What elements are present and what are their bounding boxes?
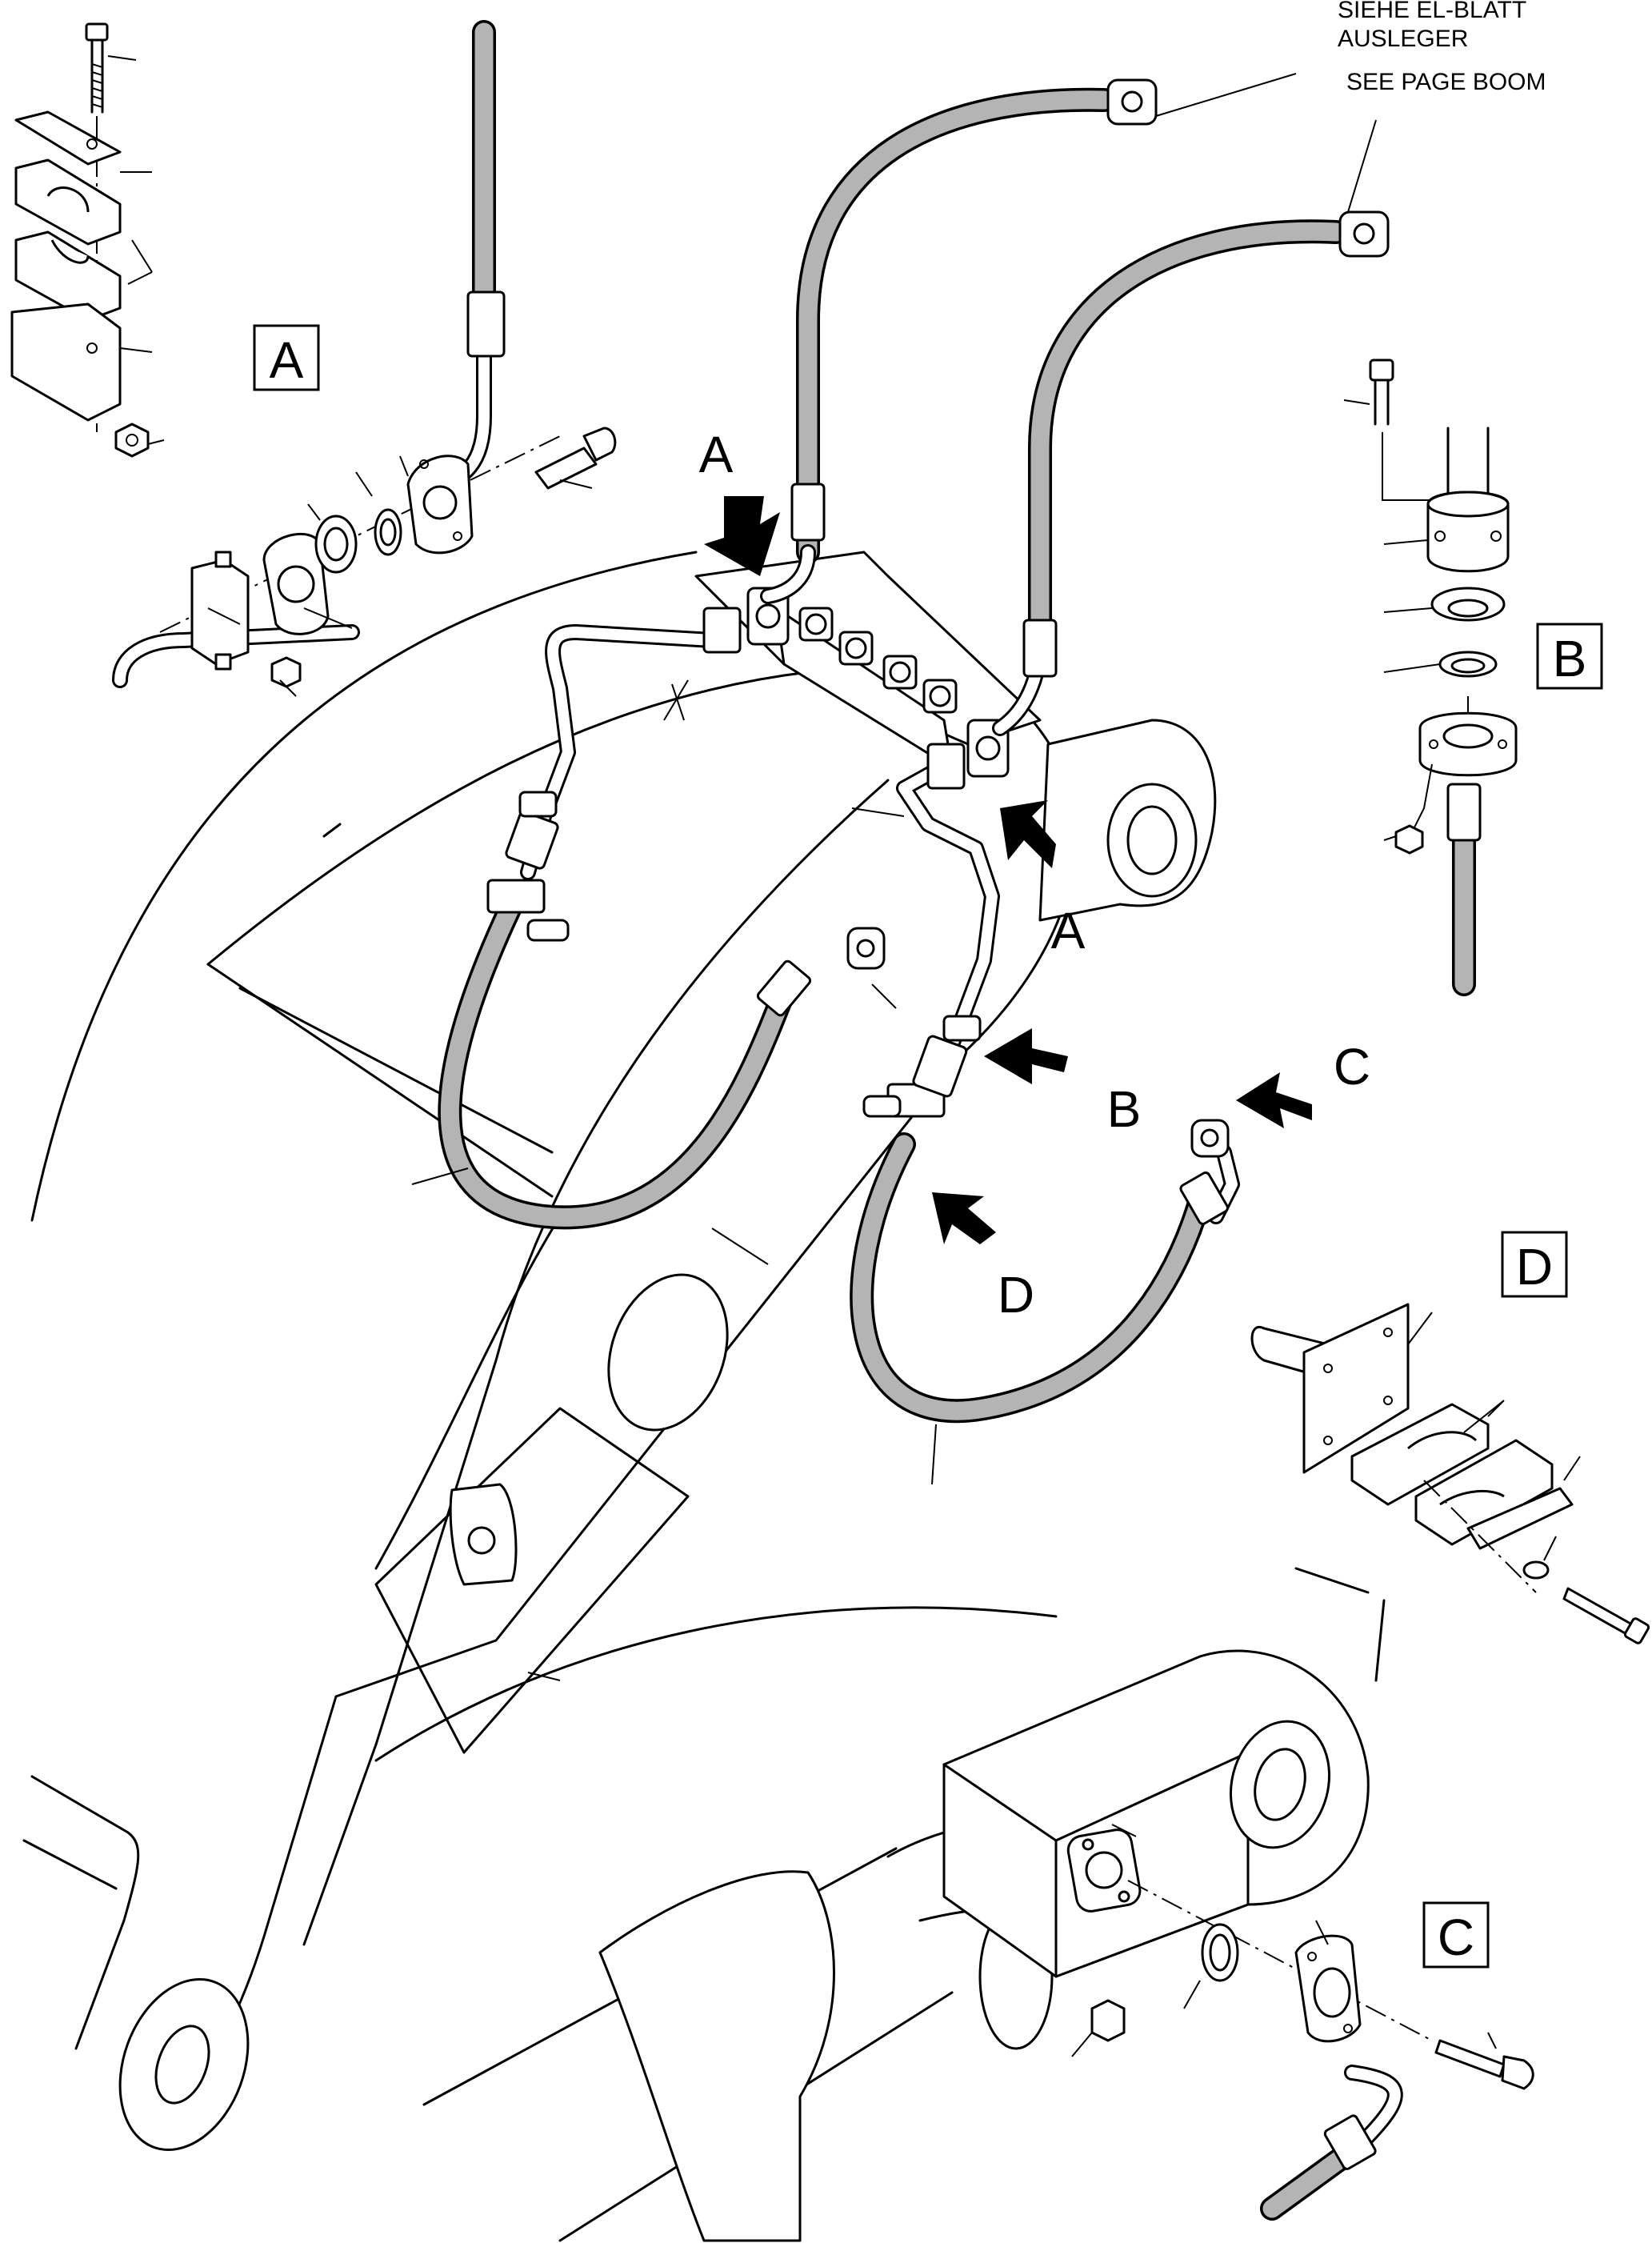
split-clamp-a: [190, 551, 250, 671]
pipe-coupling-2: [912, 1015, 982, 1098]
arrow-label-a-right: A: [1051, 902, 1086, 959]
hose-end-fitting-4: [1446, 783, 1482, 842]
detail-box-d: D: [1501, 1231, 1568, 1298]
lift-cylinder: [374, 1606, 1066, 2242]
detail-b-exploded: [1343, 358, 1518, 855]
hose-flange-top-1: [1106, 78, 1158, 126]
nut-icon: [114, 423, 150, 458]
block-flange: [1066, 1828, 1142, 1913]
valve-block: [694, 551, 1042, 778]
hose-end-fitting-5: [1179, 1171, 1229, 1225]
hose-end-fitting-2: [1022, 619, 1058, 678]
hose-end-fitting-6: [756, 959, 812, 1017]
plug-c: [1090, 1999, 1126, 2042]
flange-b: [1418, 711, 1518, 777]
hose-end-fitting-7: [1323, 2114, 1377, 2170]
screw-a: [534, 427, 617, 490]
pipe-clamp-3: [702, 607, 742, 654]
flange-fitting-c: [1190, 1119, 1230, 1158]
hose-flange-top-2: [1338, 210, 1390, 258]
valve-port-3: [882, 655, 918, 690]
bolt-icon: [85, 22, 109, 114]
valve-port-4: [922, 679, 958, 714]
note-en: SEE PAGE BOOM: [1346, 69, 1546, 95]
pipe-coupling-1: [505, 791, 559, 870]
valve-port-2: [838, 631, 874, 666]
valve-port-1: [798, 607, 834, 642]
arrow-label-b: B: [1107, 1080, 1142, 1138]
boom-head-block: [1038, 719, 1217, 922]
arrow-label-a-top: A: [699, 426, 734, 483]
nut-icon-a: [270, 656, 302, 688]
main-leader-lines: [411, 73, 1377, 1681]
arrow-b: [984, 1028, 1068, 1084]
bolt-icon-d: [1562, 1587, 1650, 1644]
detail-d-exploded: [1250, 1303, 1650, 1644]
cylinder-head-block: [942, 1567, 1386, 1978]
hose-end-fitting-3: [466, 290, 506, 358]
screw-b: [1369, 358, 1394, 426]
arrow-label-d: D: [998, 1266, 1034, 1324]
detail-a-exploded: [10, 22, 685, 721]
detail-label-d: D: [1516, 1238, 1553, 1296]
flange-fitting-mid: [846, 927, 886, 970]
note-de-line1: SIEHE EL-BLATT: [1338, 0, 1526, 23]
arrow-d: [932, 1192, 996, 1244]
note-de-line2: AUSLEGER: [1338, 26, 1468, 52]
flange-a: [406, 455, 474, 555]
arrow-a-top: [704, 496, 780, 576]
detail-box-b: B: [1536, 623, 1603, 690]
reference-note: SIEHE EL-BLATT AUSLEGER SEE PAGE BOOM: [1338, 0, 1546, 95]
detail-label-b: B: [1553, 630, 1587, 687]
hose-fittings: [466, 78, 1482, 2170]
callout-arrows: [704, 496, 1312, 1244]
detail-label-c: C: [1438, 1909, 1474, 1966]
flange-c: [1294, 1934, 1362, 2043]
detail-box-c: C: [1422, 1901, 1490, 1969]
pipe-clamp-1: [486, 879, 570, 942]
screw-c: [1434, 2039, 1534, 2090]
hydraulic-hoses: [438, 20, 1476, 2221]
detail-label-a: A: [270, 331, 304, 389]
detail-box-a: A: [253, 324, 320, 391]
detail-c-exploded: [1071, 1824, 1534, 2090]
arrow-a-right: [1000, 800, 1056, 868]
pipe-clamp-2: [862, 1083, 946, 1118]
hose-end-fitting-1: [790, 483, 826, 542]
arrow-c: [1236, 1072, 1312, 1128]
arrow-label-c: C: [1334, 1038, 1370, 1095]
nut-icon-b: [1394, 824, 1424, 855]
pipe-clamp-4: [926, 743, 966, 790]
